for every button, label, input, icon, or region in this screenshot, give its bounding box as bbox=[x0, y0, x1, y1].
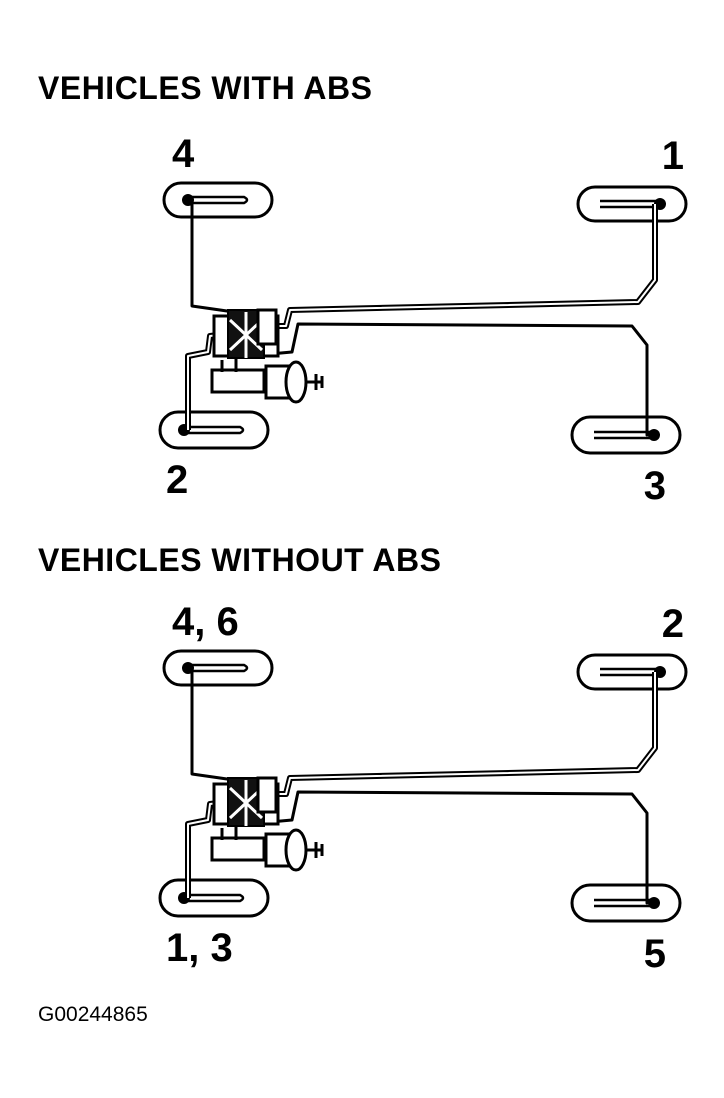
wheel-label-rear-right: 5 bbox=[643, 932, 666, 976]
master-cylinder bbox=[210, 308, 324, 404]
wheel-rear-left bbox=[158, 410, 270, 450]
wheel-rear-right bbox=[570, 415, 682, 455]
wheel-rear-left bbox=[158, 878, 270, 918]
brake-layout-graphic bbox=[158, 181, 688, 455]
brake-line-diagram-no-abs: 4, 6 2 1, 3 5 bbox=[0, 598, 724, 998]
wheel-label-rear-left: 1, 3 bbox=[166, 926, 233, 970]
brake-line-front-left bbox=[190, 666, 240, 795]
wheel-label-front-left: 4, 6 bbox=[172, 600, 239, 644]
wheel-label-rear-left: 2 bbox=[166, 458, 189, 502]
wheel-label-rear-right: 3 bbox=[643, 464, 666, 508]
wheel-front-left bbox=[162, 649, 274, 687]
brake-line-front-left bbox=[190, 198, 240, 327]
brake-line-rear-right bbox=[268, 790, 649, 905]
brake-line-rear-right bbox=[268, 322, 649, 437]
wheel-rear-right bbox=[570, 883, 682, 923]
brake-line-front-right bbox=[268, 204, 658, 329]
wheel-label-front-right: 2 bbox=[661, 602, 684, 646]
wheel-front-left bbox=[162, 181, 274, 219]
wheel-front-right bbox=[576, 185, 688, 223]
brake-line-diagram-abs: 4 1 2 3 bbox=[0, 130, 724, 530]
brake-layout-graphic bbox=[158, 649, 688, 923]
wheel-front-right bbox=[576, 653, 688, 691]
brake-line-front-right bbox=[268, 672, 658, 797]
wheel-label-front-left: 4 bbox=[172, 132, 195, 176]
wheel-label-front-right: 1 bbox=[661, 134, 684, 178]
section-title-abs: VEHICLES WITH ABS bbox=[38, 70, 373, 106]
figure-id: G00244865 bbox=[38, 1003, 148, 1026]
master-cylinder bbox=[210, 776, 324, 872]
section-title-no-abs: VEHICLES WITHOUT ABS bbox=[38, 542, 442, 578]
